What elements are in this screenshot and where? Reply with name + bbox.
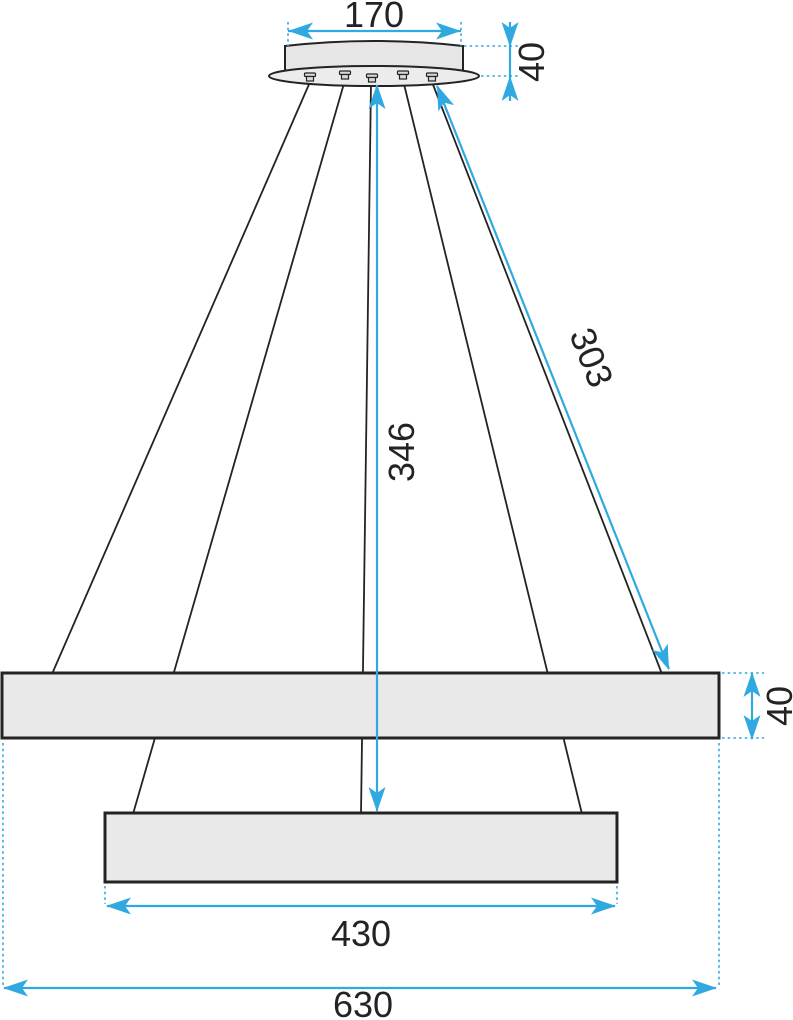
arrowhead-40right-down xyxy=(743,715,761,740)
cable-gland-1 xyxy=(303,72,317,82)
arrowhead-170-right xyxy=(436,22,461,40)
arrowhead-303-bottom xyxy=(651,643,669,670)
arrowhead-303-top xyxy=(437,85,455,112)
lower-ring-profile xyxy=(103,811,619,884)
cable-gland-2 xyxy=(338,70,352,80)
arrowhead-40right-up xyxy=(743,672,761,697)
ceiling-canopy xyxy=(268,40,480,87)
cable-gland-5 xyxy=(425,72,439,82)
arrowhead-346-up xyxy=(368,84,386,109)
dimension-lines xyxy=(4,22,754,990)
dimension-arrowheads xyxy=(3,22,761,997)
arrowhead-40top-down xyxy=(501,22,519,47)
dim-wire-run-label: 303 xyxy=(562,322,622,393)
dim-canopy-width-label: 170 xyxy=(344,0,404,35)
dim-upper-ring-width-label: 630 xyxy=(333,984,393,1020)
dim-center-drop-label: 346 xyxy=(381,422,422,482)
cable-gland-3 xyxy=(365,73,379,83)
arrowhead-430-right xyxy=(591,897,616,915)
dim-303-line xyxy=(435,85,671,670)
arrowhead-430-left xyxy=(106,897,131,915)
extension-lines xyxy=(2,22,764,985)
arrowhead-630-right xyxy=(692,979,717,997)
cable-gland-4 xyxy=(396,70,410,80)
dim-ring-thickness-label: 40 xyxy=(759,686,793,726)
arrowhead-40top-up xyxy=(501,76,519,101)
suspension-wire-5 xyxy=(431,81,663,675)
upper-ring-profile xyxy=(0,671,721,740)
arrowhead-346-down xyxy=(368,787,386,812)
arrowhead-630-left xyxy=(3,979,28,997)
suspension-wire-1 xyxy=(51,81,311,675)
dimension-labels: 170 40 346 303 40 430 630 xyxy=(331,0,793,1020)
dim-canopy-height-label: 40 xyxy=(511,42,552,82)
arrowhead-170-left xyxy=(288,22,313,40)
dim-lower-ring-width-label: 430 xyxy=(331,913,391,954)
